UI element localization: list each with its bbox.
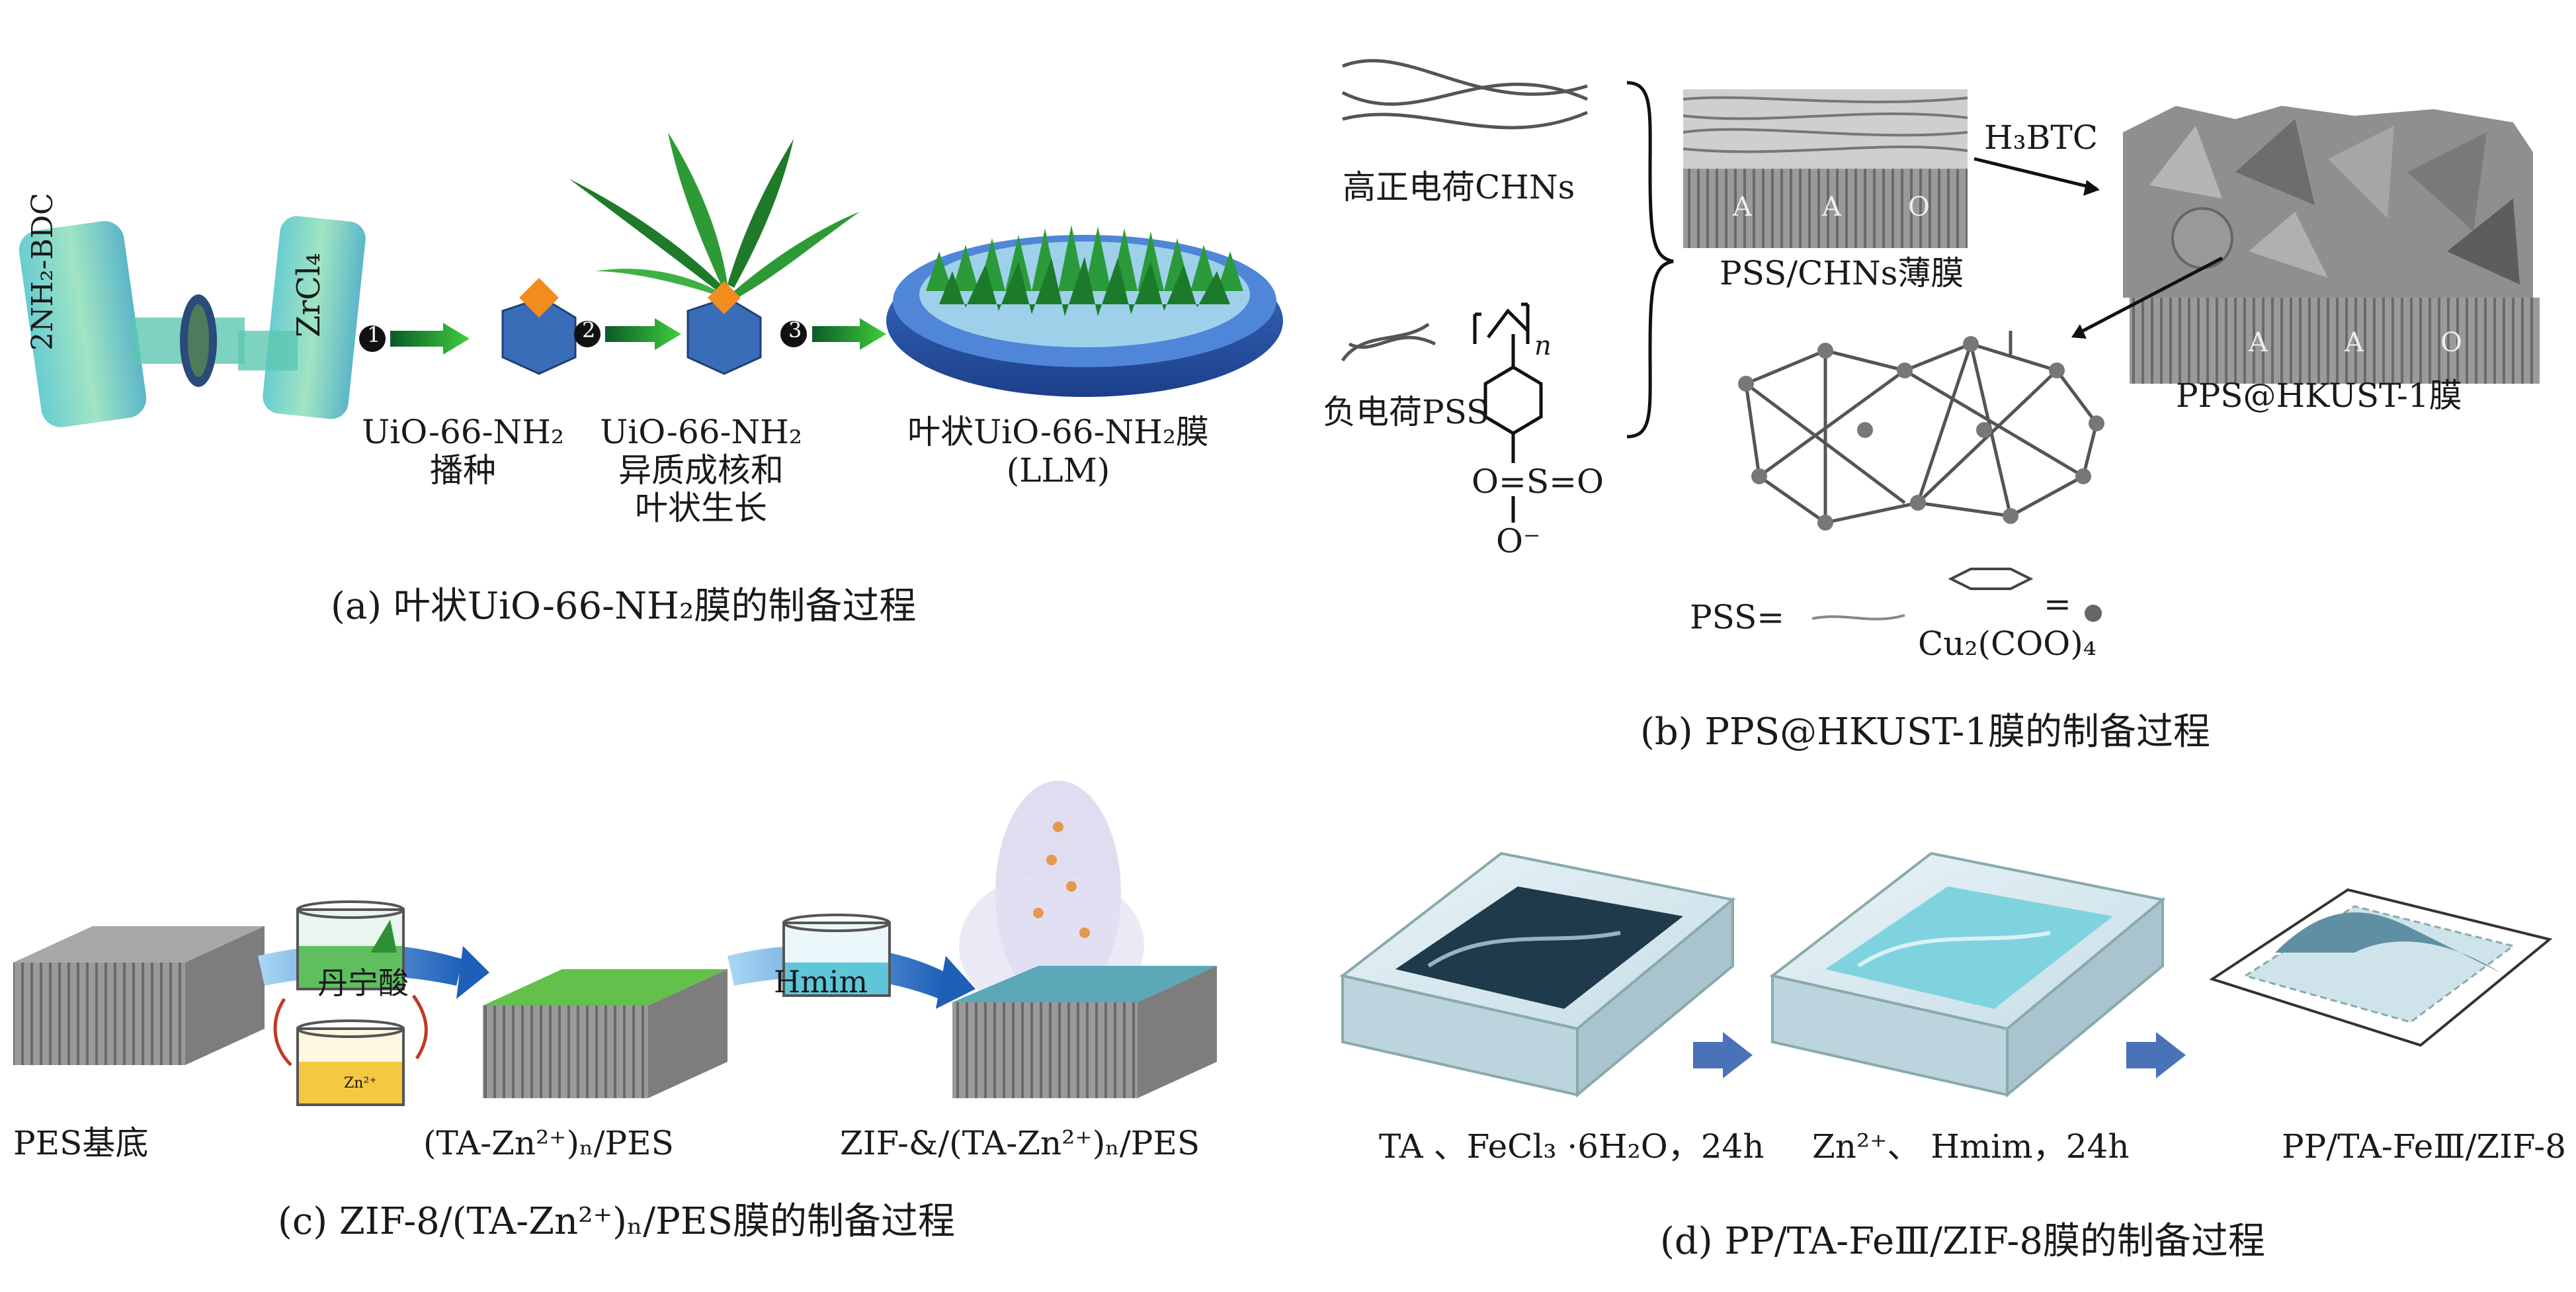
step2-label: Zn²⁺、 Hmim，24h: [1812, 1128, 2130, 1166]
caption-b: (b) PPS@HKUST-1膜的制备过程: [1640, 711, 2210, 754]
label-growth-line3: 叶状生长: [595, 490, 807, 528]
label-substrate: PES基底: [13, 1125, 148, 1163]
label-growth: UiO-66-NH₂ 异质成核和 叶状生长: [595, 413, 807, 528]
tray-step-1: [1343, 853, 1733, 1095]
label-membrane: 叶状UiO-66-NH₂膜 (LLM): [886, 413, 1230, 490]
sulfonate-group: O=S=O: [1472, 463, 1604, 501]
panel-a-graphic: [17, 132, 1283, 430]
label-seeding-line2: 播种: [351, 452, 575, 490]
legend-cu: Cu₂(COO)₄: [1918, 625, 2097, 664]
pss-label: 负电荷PSS: [1323, 394, 1489, 432]
leaf-membrane-disk: [886, 225, 1283, 397]
step3-label: PP/TA-FeⅢ/ZIF-8: [2282, 1128, 2566, 1166]
flow-arrow-1: [1693, 1032, 1753, 1078]
seed-crystal: [503, 278, 575, 374]
panel-d-graphic: [1343, 853, 2550, 1095]
hkust-crystal-layer: [2123, 106, 2540, 384]
aao-letter-left-3: O: [1908, 192, 1930, 222]
film-label: PSS/CHNs薄膜: [1720, 255, 1964, 293]
beaker-right-label: Hmim: [774, 965, 868, 1000]
aao-letter-left-2: A: [1822, 192, 1841, 222]
chns-fibers: [1343, 61, 1587, 128]
cycle-arrow-left: [275, 999, 291, 1065]
label-membrane-line1: 叶状UiO-66-NH₂膜: [886, 413, 1230, 452]
hkust-framework: [1738, 331, 2104, 531]
subscript-n: n: [1534, 331, 1552, 361]
step-number-2: 2: [582, 318, 595, 343]
peeled-membrane: [2212, 890, 2550, 1045]
cycle-arrow-right: [413, 996, 426, 1058]
grouping-brace: [1627, 83, 1673, 437]
label-seeding-line1: UiO-66-NH₂: [351, 413, 575, 452]
label-membrane-line2: (LLM): [886, 452, 1230, 490]
label-intermediate: (TA-Zn²⁺)ₙ/PES: [423, 1125, 674, 1163]
caption-c: (c) ZIF-8/(TA-Zn²⁺)ₙ/PES膜的制备过程: [278, 1201, 955, 1243]
step1-label: TA 、FeCl₃ ·6H₂O，24h: [1379, 1128, 1765, 1166]
aao-letter-left-1: A: [1733, 192, 1752, 222]
chns-label: 高正电荷CHNs: [1343, 169, 1575, 207]
tray-step-2: [1772, 853, 2163, 1095]
pss-strands: [1343, 324, 1435, 361]
flow-arrow-2: [2126, 1032, 2186, 1078]
step-number-3: 3: [788, 318, 802, 343]
label-growth-line1: UiO-66-NH₂: [595, 413, 807, 452]
beaker-top-label: 丹宁酸: [317, 966, 409, 1001]
aao-letter-right-1: A: [2249, 327, 2268, 358]
legend-pss: PSS=: [1690, 599, 1784, 637]
reaction-arrow-head: [2083, 180, 2100, 196]
panel-c-graphic: [13, 781, 1217, 1105]
aao-letter-right-3: O: [2440, 327, 2462, 358]
tube-left-label: 2NH₂-BDC: [26, 193, 60, 351]
tube-right-label: ZrCl₄: [291, 253, 327, 337]
pss-chns-film: [1683, 89, 1968, 248]
aao-letter-right-2: A: [2345, 327, 2364, 358]
product-label: PPS@HKUST-1膜: [2176, 377, 2462, 415]
sulfonate-oxygen: O⁻: [1496, 523, 1540, 561]
caption-a: (a) 叶状UiO-66-NH₂膜的制备过程: [331, 585, 916, 628]
beaker-bottom-label: Zn²⁺: [344, 1075, 377, 1092]
label-seeding: UiO-66-NH₂ 播种: [351, 413, 575, 490]
ta-zn-coated-block: [483, 969, 727, 1098]
legend-equals: =: [2044, 585, 2071, 624]
reagent-label: H₃BTC: [1984, 119, 2098, 157]
label-growth-line2: 异质成核和: [595, 452, 807, 490]
step-number-1: 1: [367, 323, 380, 347]
label-final: ZIF-&/(TA-Zn²⁺)ₙ/PES: [840, 1125, 1200, 1163]
caption-d: (d) PP/TA-FeⅢ/ZIF-8膜的制备过程: [1660, 1221, 2265, 1263]
beaker-zinc: [298, 1021, 403, 1105]
reaction-arrow: [1974, 159, 2097, 189]
curved-arrow-head-1: [456, 946, 489, 999]
zif8-membrane-block: [952, 781, 1217, 1098]
pes-substrate-block: [13, 926, 265, 1065]
